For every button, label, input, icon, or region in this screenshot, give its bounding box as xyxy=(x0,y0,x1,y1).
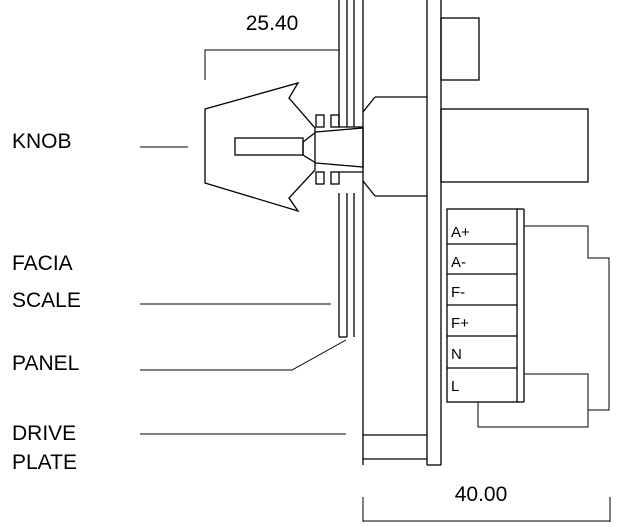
bottom-dimension: 40.00 xyxy=(362,483,611,522)
dimension-top-value: 25.40 xyxy=(246,12,299,35)
label-facia: FACIA xyxy=(12,252,73,275)
terminal-label: L xyxy=(451,378,459,395)
wiring xyxy=(477,225,610,428)
dimension-bottom-value: 40.00 xyxy=(455,483,508,506)
dimension-top-line xyxy=(204,49,339,80)
right-boxes xyxy=(440,17,589,183)
top-dimension: 25.40 xyxy=(204,12,339,80)
label-panel: PANEL xyxy=(12,352,79,375)
terminal-label: F- xyxy=(451,284,465,301)
terminal-label: A- xyxy=(451,254,466,271)
terminal-label: F+ xyxy=(451,315,469,332)
label-scale: SCALE xyxy=(12,289,81,312)
label-plate: PLATE xyxy=(12,451,77,474)
knob xyxy=(204,81,364,213)
side-labels: KNOB FACIA SCALE PANEL DRIVE PLATE xyxy=(12,130,347,474)
terminal-label: N xyxy=(451,346,462,363)
label-drive: DRIVE xyxy=(12,422,76,445)
label-knob: KNOB xyxy=(12,130,72,153)
terminal-block: A+ A- F- F+ N L xyxy=(446,208,525,403)
leader-panel xyxy=(140,339,347,371)
drive-body xyxy=(362,0,442,466)
terminal-label: A+ xyxy=(451,224,470,241)
panel-stack xyxy=(338,0,355,338)
